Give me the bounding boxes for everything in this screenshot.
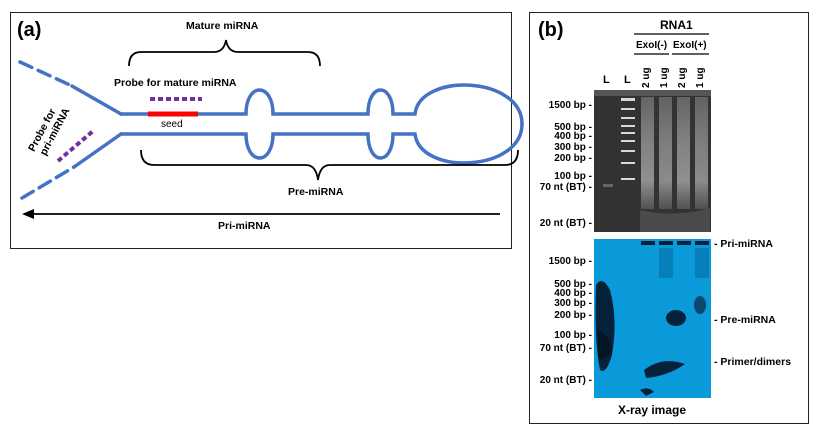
xray-ladder-200: 200 bp - [554, 310, 592, 321]
label-pri-mirna: Pri-miRNA [218, 220, 271, 232]
label-seed: seed [161, 119, 183, 130]
panel-b-frame [529, 12, 809, 424]
pri-arm-lower-dashed [20, 165, 76, 200]
xray-ladder-400: 400 bp - [554, 288, 592, 299]
gel-ladder-200: 200 bp - [554, 153, 592, 164]
pri-arm-upper-solid [70, 84, 123, 116]
pre-brace [140, 149, 519, 181]
xray-ladder-70nt: 70 nt (BT) - [539, 343, 592, 354]
gel-ladder-100: 100 bp - [554, 171, 592, 182]
xray-ladder-100: 100 bp - [554, 330, 592, 341]
xray-caption: X-ray image [618, 403, 687, 417]
label-exo-plus: ExoI(+) [673, 40, 707, 51]
top-strand [119, 83, 524, 126]
label-pre-mirna: Pre-miRNA [288, 186, 344, 198]
gel-ladder-20nt: 20 nt (BT) - [539, 218, 592, 229]
xray-ladder-300: 300 bp - [554, 298, 592, 309]
bottom-strand [119, 122, 524, 165]
lane-label-2: L [624, 74, 631, 86]
label-exo-minus: ExoI(-) [636, 40, 668, 51]
label-mature-mirna: Mature miRNA [186, 20, 259, 32]
gel-ladder-500: 500 bp - [554, 122, 592, 133]
gel-ladder-1500: 1500 bp - [548, 100, 592, 111]
xray-ladder-500: 500 bp - [554, 279, 592, 290]
xray-ladder-1500: 1500 bp - [548, 256, 592, 267]
band-label-pre-mirna: - Pre-miRNA [714, 314, 776, 326]
band-label-pri-mirna: - Pri-miRNA [714, 238, 773, 250]
pri-arrow-head [22, 209, 34, 219]
pri-arm-lower-solid [72, 132, 123, 169]
mature-brace [128, 39, 321, 67]
label-probe-mature: Probe for mature miRNA [114, 77, 237, 89]
lane-label-1: L [603, 74, 610, 86]
panel-a-frame [10, 12, 512, 249]
xray-ladder-20nt: 20 nt (BT) - [539, 375, 592, 386]
band-label-primer-dimers: - Primer/dimers [714, 356, 792, 368]
panel-a-letter: (a) [17, 19, 42, 41]
label-rna-group: RNA1 [660, 18, 693, 32]
gel-ladder-70nt: 70 nt (BT) - [539, 182, 592, 193]
gel-ladder-300: 300 bp - [554, 142, 592, 153]
panel-b-letter: (b) [538, 19, 564, 41]
pri-arm-upper-dashed [18, 60, 74, 88]
gel-ladder-400: 400 bp - [554, 131, 592, 142]
